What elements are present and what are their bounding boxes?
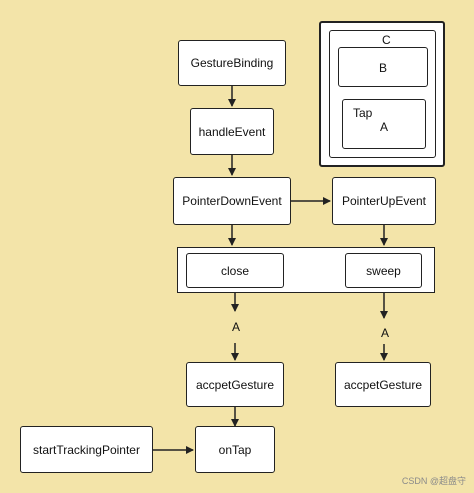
nested-panel-box-b: B [338, 47, 428, 87]
node-sweep: sweep [345, 253, 422, 288]
node-gesture-binding: GestureBinding [178, 40, 286, 86]
box-tap-title: Tap [353, 106, 373, 120]
box-b-label: B [379, 61, 388, 75]
node-pointer-up-event: PointerUpEvent [332, 177, 436, 225]
node-on-tap: onTap [195, 426, 275, 473]
watermark: CSDN @超盘守 [401, 476, 466, 486]
box-tap-label: A [380, 120, 389, 134]
node-accept-gesture-right: accpetGesture [335, 362, 431, 407]
node-pointer-down-event: PointerDownEvent [173, 177, 291, 225]
node-handle-event: handleEvent [190, 108, 274, 155]
node-close: close [186, 253, 284, 288]
edge-label-right-a: A [379, 326, 392, 340]
node-start-tracking-pointer: startTrackingPointer [20, 426, 153, 473]
node-accept-gesture-left: accpetGesture [186, 362, 284, 407]
box-c-label: C [382, 33, 391, 47]
nested-panel-box-tap: Tap A [342, 99, 426, 149]
edge-label-left-a: A [230, 320, 243, 334]
